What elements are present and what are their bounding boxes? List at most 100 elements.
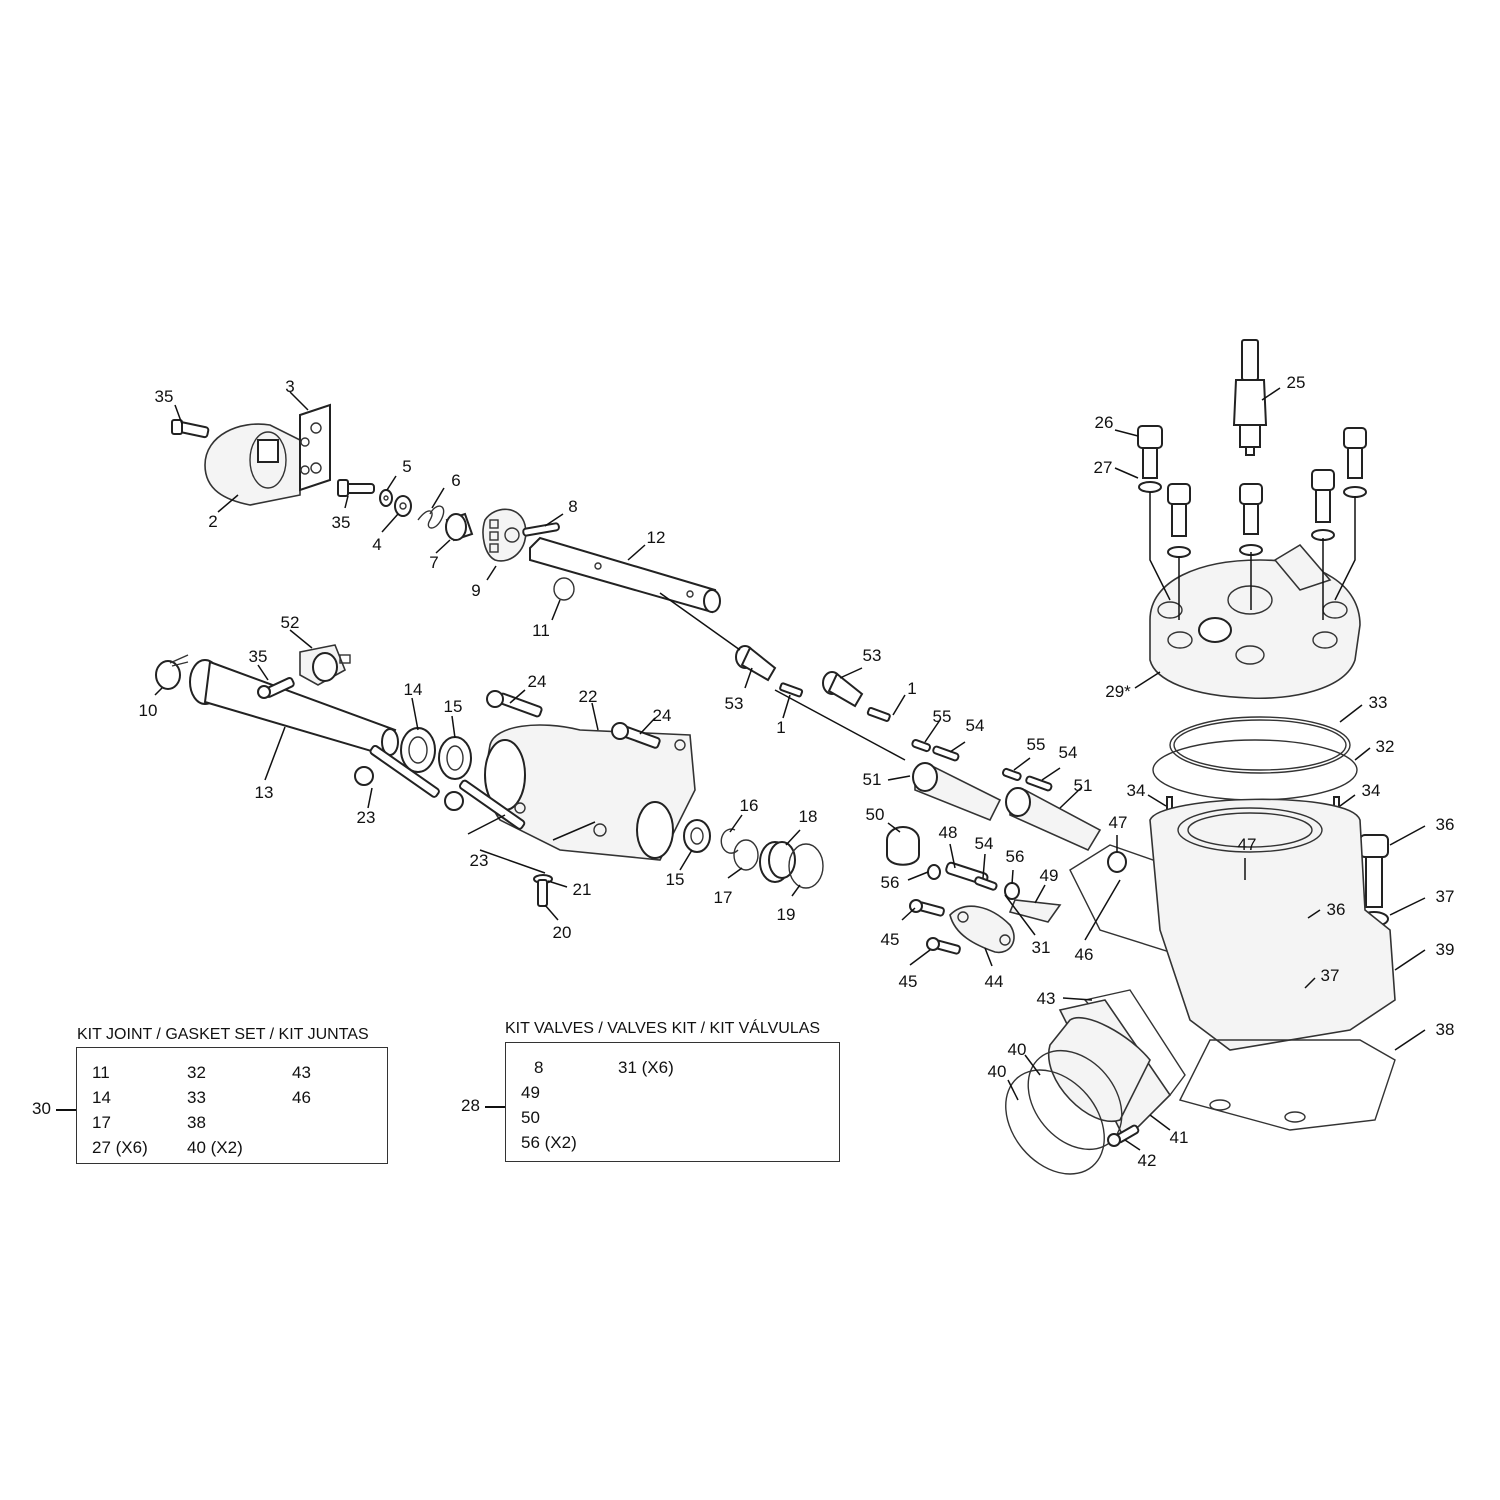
part-head-bolts-row [1167,427,1367,558]
callout-42: 42 [1138,1151,1157,1170]
part-38-base-gasket [1178,1039,1396,1131]
callout-35: 35 [155,387,174,406]
callout-4: 4 [372,535,381,554]
part-35-bolt-mid [337,479,375,497]
callout-32: 32 [1376,737,1395,756]
callout-33: 33 [1369,693,1388,712]
part-19-ring [788,843,824,889]
kit-valves-title: KIT VALVES / VALVES KIT / KIT VÁLVULAS [505,1020,821,1037]
leader-lines [154,387,1426,1151]
callout-36: 36 [1327,900,1346,919]
kit-gasket-item: 14 [92,1088,111,1107]
callout-22: 22 [579,687,598,706]
callout-2: 2 [208,512,217,531]
kit-gasket-item: 46 [292,1088,311,1107]
part-45-bolt-b [926,937,961,955]
part-11-oring [553,577,575,601]
callout-6: 6 [451,471,460,490]
callout-21: 21 [573,880,592,899]
kit-gasket-title: KIT JOINT / GASKET SET / KIT JUNTAS [77,1026,369,1043]
callout-40: 40 [1008,1040,1027,1059]
part-45-bolt-a [909,899,945,917]
kit-valves-item: 56 (X2) [521,1133,577,1152]
part-54-pin-c [974,876,998,891]
callout-52: 52 [281,613,300,632]
part-42-bolt [1107,1124,1140,1147]
part-47-oring-a [1107,851,1127,873]
part-55-pin-b [1002,767,1022,781]
part-23-bolt-a [354,744,440,798]
kit-valves-box: 8 31 (X6) 49 50 56 (X2) [505,1042,840,1162]
part-26-head-bolt [1137,425,1163,493]
callout-40: 40 [988,1062,1007,1081]
kit-valves-item: 31 (X6) [618,1058,674,1077]
part-17-ring [733,839,759,871]
callout-56: 56 [881,873,900,892]
callout-24: 24 [653,706,672,725]
callout-48: 48 [939,823,958,842]
part-39-cylinder [1149,798,1396,1051]
part-5-washer [379,489,393,507]
callout-15: 15 [666,870,685,889]
kit-gasket-item: 40 (X2) [187,1138,243,1157]
callout-34: 34 [1362,781,1381,800]
part-8-pin [522,522,560,537]
callout-53: 53 [863,646,882,665]
part-15-seal-right [683,819,711,853]
callout-1: 1 [776,718,785,737]
part-6-spring [417,505,445,529]
kit-gasket-item: 11 [92,1063,110,1082]
callout-51: 51 [1074,776,1093,795]
kit-gasket-item: 33 [187,1088,206,1107]
kit-valves-item: 50 [521,1108,540,1127]
part-13-tube [189,659,399,757]
part-14-bearing [400,727,436,773]
part-54-pin-b [1025,775,1053,792]
part-33-oring-gasket [1169,716,1351,774]
callout-56: 56 [1006,847,1025,866]
kit-gasket-item: 32 [187,1063,206,1082]
callout-15: 15 [444,697,463,716]
part-44-bracket [949,905,1015,954]
callout-55: 55 [1027,735,1046,754]
callout-3: 3 [285,377,294,396]
part-9-cam-disc [482,508,527,562]
part-16-circlip [720,828,739,854]
part-2-bracket [204,423,301,506]
part-24-bolt-a [486,690,543,718]
kit-gasket-item: 27 (X6) [92,1138,148,1157]
kit-gasket-item: 38 [187,1113,206,1132]
part-52-sensor [299,644,351,686]
callout-13: 13 [255,783,274,802]
callout-11: 11 [532,621,550,640]
callout-46: 46 [1075,945,1094,964]
callout-17: 17 [714,888,733,907]
part-41-intake-manifold [1047,999,1172,1142]
callout-43: 43 [1037,989,1056,1008]
part-40-intake-ring-b [1005,1069,1105,1175]
callout-41: 41 [1170,1128,1189,1147]
part-50-cap [886,826,920,866]
callout-5: 5 [402,457,411,476]
kit-gasket-ref: 30 [32,1099,51,1118]
part-51-valve-a [912,762,1002,822]
callout-19: 19 [777,905,796,924]
kit-gasket-box: 11 32 43 14 33 46 17 38 27 (X6) 40 (X2) [76,1047,388,1164]
part-49-lever [1008,899,1062,923]
callout-54: 54 [966,716,985,735]
callout-10: 10 [139,701,158,720]
callout-54: 54 [975,834,994,853]
callout-23: 23 [470,851,489,870]
callout-23: 23 [357,808,376,827]
part-35-bolt-top [171,419,210,439]
callout-45: 45 [899,972,918,991]
callout-53: 53 [725,694,744,713]
part-35-bolt-lower [257,677,295,699]
kit-valves-ref-line [485,1106,505,1108]
callout-35: 35 [332,513,351,532]
callout-37: 37 [1436,887,1455,906]
part-3-plate [299,403,331,492]
kit-gasket-ref-line [56,1109,76,1111]
part-29-cylinder-head [1149,543,1361,700]
